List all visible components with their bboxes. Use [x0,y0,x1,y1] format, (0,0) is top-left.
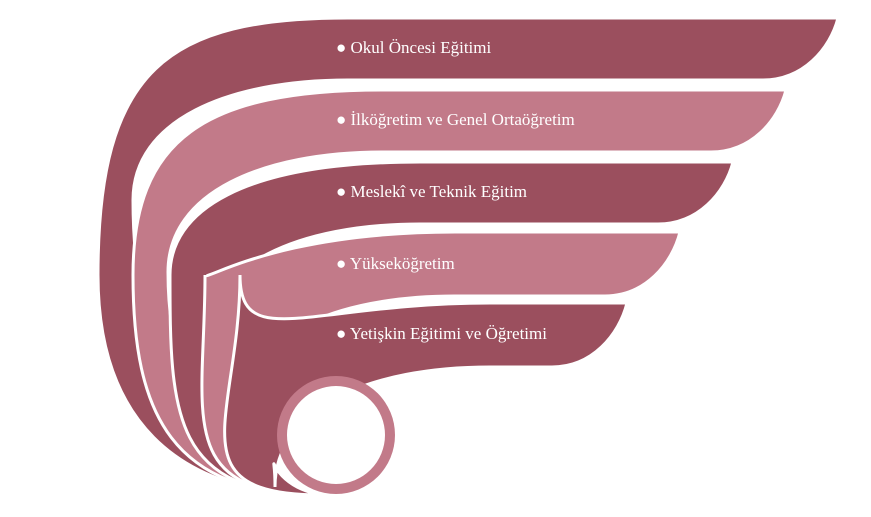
band-label-2: ● İlköğretim ve Genel Ortaöğretim [336,110,575,129]
band-label-3: ● Meslekî ve Teknik Eğitim [336,182,527,201]
band-label-5: ● Yetişkin Eğitimi ve Öğretimi [336,324,547,343]
ring [277,376,395,494]
band-label-4: ● Yükseköğretim [336,254,455,273]
band-label-1: ● Okul Öncesi Eğitimi [336,38,492,57]
ring-inner [287,386,385,484]
